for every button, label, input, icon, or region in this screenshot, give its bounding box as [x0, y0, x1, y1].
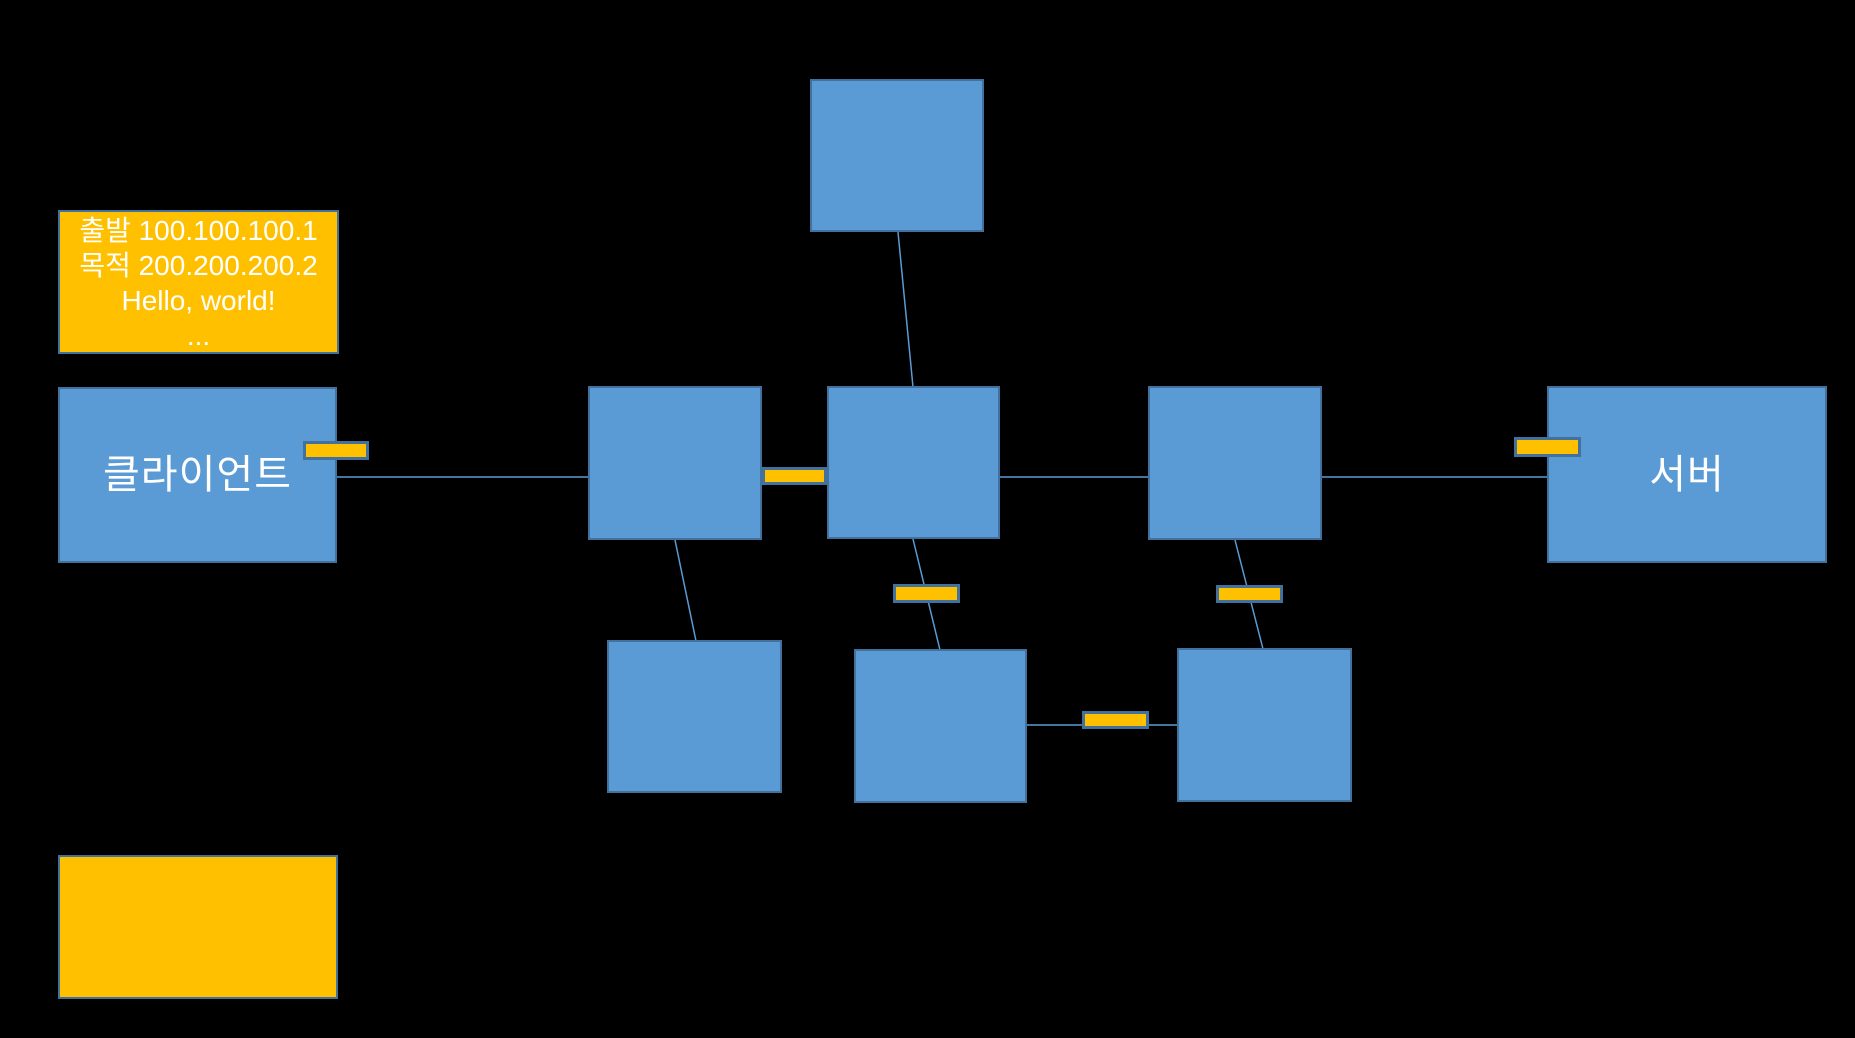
packet-between-bottom-routers: [1082, 711, 1149, 729]
packet-below-router3: [1216, 585, 1283, 603]
node-router-3: [1148, 386, 1322, 540]
packet-at-client-edge: [303, 441, 369, 460]
node-router-2: [827, 386, 1000, 539]
node-top-router: [810, 79, 984, 232]
client-label: 클라이언트: [103, 453, 292, 497]
empty-packet-box: [58, 855, 338, 999]
server-label: 서버: [1649, 452, 1725, 497]
packet-between-router1-router2: [762, 467, 827, 485]
node-bottom-left-router: [607, 640, 782, 793]
node-client: 클라이언트: [58, 387, 337, 563]
link-toprouter-router2: [897, 231, 914, 388]
link-router1-bottomleft: [674, 539, 697, 642]
packet-at-server-edge: [1514, 437, 1581, 457]
node-bottom-right-router: [1177, 648, 1352, 802]
node-bottom-center-router: [854, 649, 1027, 803]
packet-payload-line: Hello, world!: [121, 285, 276, 316]
packet-below-router2: [893, 584, 960, 603]
node-server: 서버: [1547, 386, 1827, 563]
packet-detail-callout: 출발 100.100.100.1 목적 200.200.200.2 Hello,…: [58, 210, 339, 354]
packet-ellipsis-line: ...: [186, 320, 211, 351]
packet-destination-line: 목적 200.200.200.2: [79, 250, 318, 281]
packet-source-line: 출발 100.100.100.1: [79, 215, 318, 246]
node-router-1: [588, 386, 762, 540]
